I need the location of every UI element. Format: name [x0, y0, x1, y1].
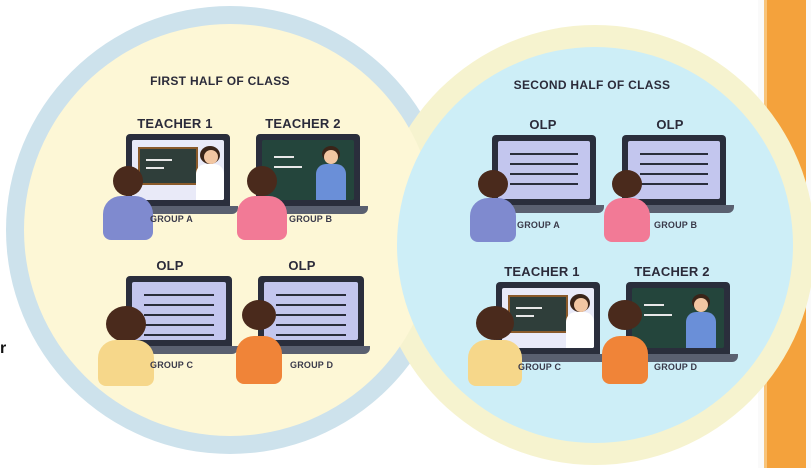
- teacher-avatar: [204, 150, 218, 164]
- left-group-label-1: GROUP A: [150, 214, 193, 224]
- right-group-label-3: GROUP C: [518, 362, 562, 372]
- student-avatar: [103, 166, 153, 240]
- left-head-label-4: OLP: [288, 258, 316, 273]
- left-group-label-3: GROUP C: [150, 360, 194, 370]
- cropped-text-fragment: r: [0, 340, 7, 357]
- second-half-title: SECOND HALF OF CLASS: [513, 78, 671, 92]
- student-avatar: [236, 300, 282, 384]
- student-avatar: [470, 170, 516, 242]
- left-group-label-2: GROUP B: [289, 214, 333, 224]
- laptop-olp: [484, 135, 604, 213]
- right-group-label-4: GROUP D: [654, 362, 698, 372]
- teacher-avatar: [574, 298, 588, 312]
- laptop-olp: [118, 276, 238, 354]
- left-head-label-2: TEACHER 2: [265, 116, 341, 131]
- right-head-label-4: TEACHER 2: [634, 264, 710, 279]
- chalkboard: [138, 147, 198, 185]
- first-half-circle: [24, 24, 436, 436]
- laptop-olp: [614, 135, 734, 213]
- right-group-label-2: GROUP B: [654, 220, 698, 230]
- student-avatar: [98, 306, 154, 386]
- left-head-label-3: OLP: [156, 258, 184, 273]
- student-avatar: [602, 300, 648, 384]
- laptop-olp: [250, 276, 370, 354]
- right-head-label-3: TEACHER 1: [504, 264, 580, 279]
- right-group-label-1: GROUP A: [517, 220, 560, 230]
- laptop-teacher-2: [248, 134, 368, 214]
- student-avatar: [604, 170, 650, 242]
- left-group-label-4: GROUP D: [290, 360, 334, 370]
- laptop-teacher-1: [118, 134, 238, 214]
- first-half-title: FIRST HALF OF CLASS: [150, 74, 290, 88]
- right-head-label-1: OLP: [529, 117, 557, 132]
- teacher-avatar: [324, 150, 338, 164]
- second-half-circle: [397, 47, 793, 443]
- teacher-avatar: [694, 298, 708, 312]
- left-head-label-1: TEACHER 1: [137, 116, 213, 131]
- student-avatar: [468, 306, 522, 386]
- right-head-label-2: OLP: [656, 117, 684, 132]
- student-avatar: [237, 166, 287, 240]
